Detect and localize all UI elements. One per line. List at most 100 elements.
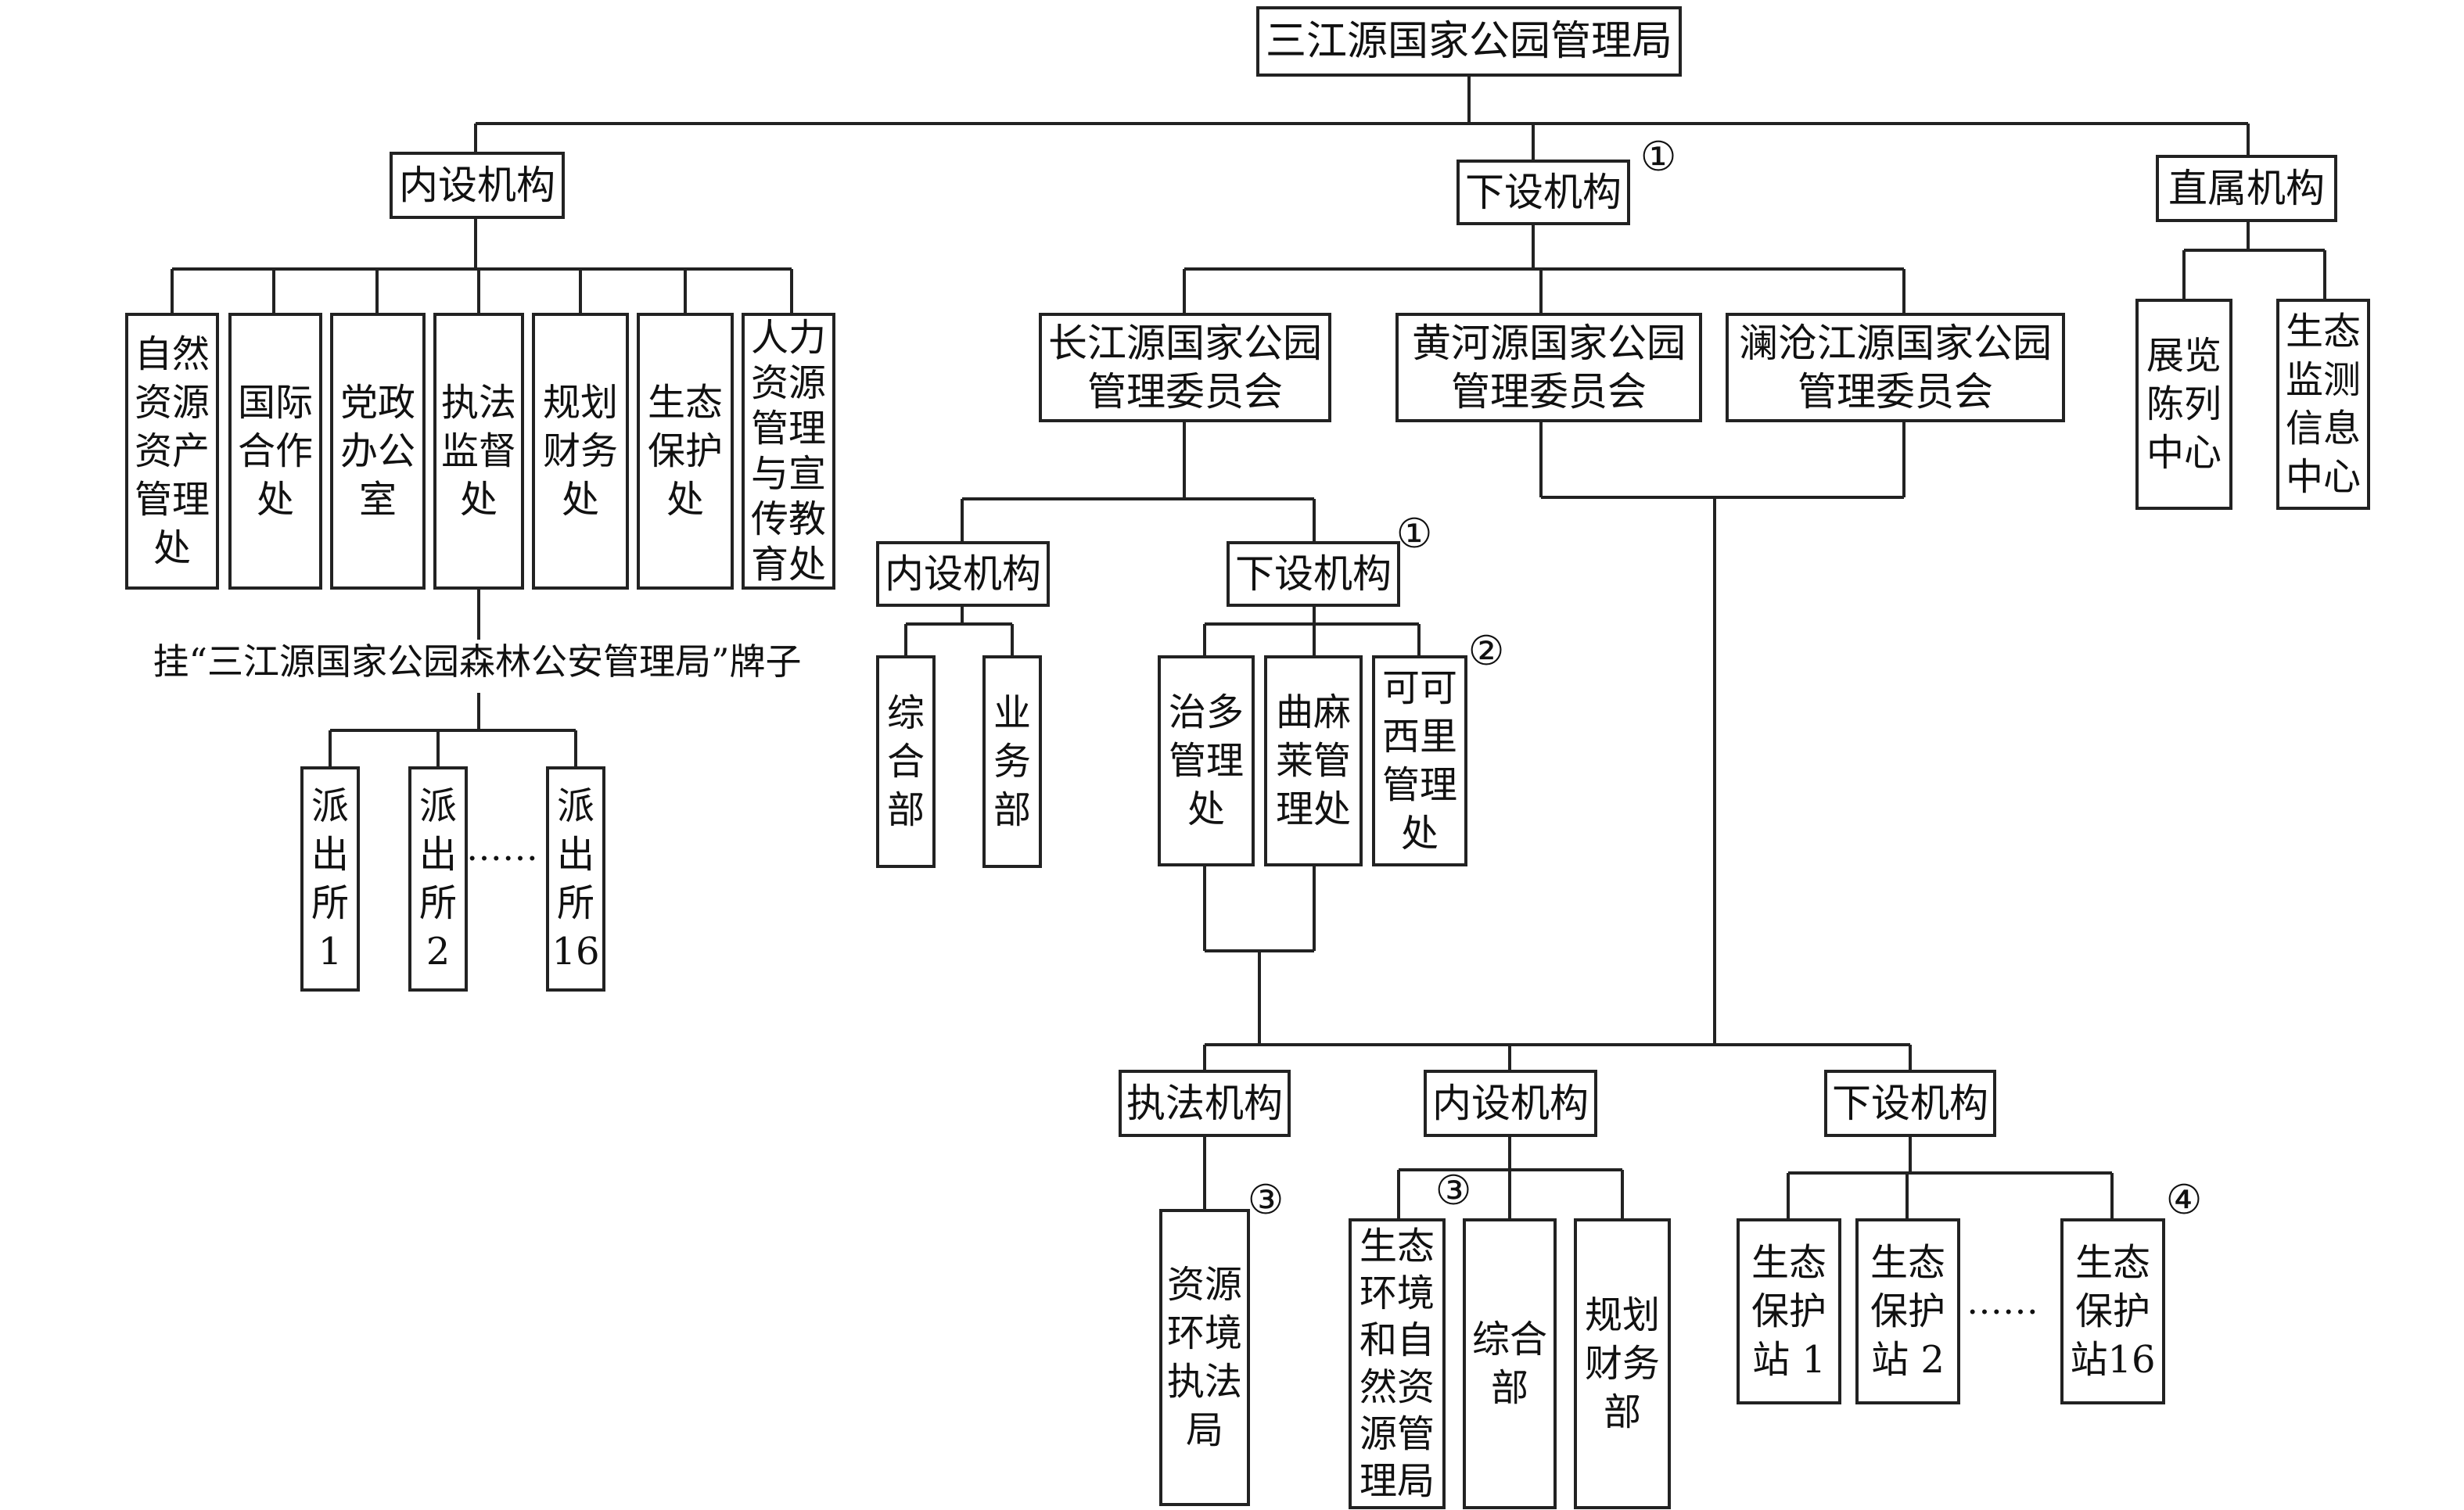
node-river-subordinate: 下设机构 xyxy=(1824,1070,1996,1137)
node-top-subordinate-box xyxy=(1456,160,1630,225)
node-police-station-2-box xyxy=(408,766,468,992)
node-eco-monitoring-center-label-3: 信息 xyxy=(2286,407,2361,450)
node-resource-env-law-bureau-label-2: 环境 xyxy=(1167,1311,1242,1355)
node-dept-hr-education-label-6: 育处 xyxy=(751,543,826,586)
node-office-qumalai-label-2: 莱管 xyxy=(1276,739,1351,783)
node-office-hoh-xil-label-1: 可可 xyxy=(1382,666,1457,710)
node-dept-international-label-1: 国际 xyxy=(238,381,313,425)
mark-stations: ④ xyxy=(2166,1177,2203,1224)
node-top-internal-box xyxy=(390,152,565,219)
node-dept-law-supervision-label-2: 监督 xyxy=(441,429,516,473)
node-police-station-1-label-2: 出 xyxy=(311,833,349,877)
node-river-planning-finance-label-1: 规划 xyxy=(1585,1293,1660,1337)
node-police-station-16-label-1: 派 xyxy=(557,784,594,828)
node-eco-monitoring-center-label-2: 监测 xyxy=(2286,358,2361,402)
mark-zf: ③ xyxy=(1248,1177,1284,1224)
node-dept-natural-resources-box xyxy=(125,313,219,590)
node-dept-hr-education-label-5: 传教 xyxy=(751,497,826,541)
node-eco-station-1-box xyxy=(1737,1218,1841,1404)
node-river-subordinate-label-1: 下设机构 xyxy=(1832,1081,1988,1126)
node-eco-station-1-label-2: 保护 xyxy=(1751,1289,1826,1333)
node-cj-general-dept-label-3: 部 xyxy=(887,788,925,832)
node-resource-env-law-bureau-label-3: 执法 xyxy=(1167,1360,1242,1404)
node-dept-natural-resources-label-5: 处 xyxy=(153,526,191,570)
node-cj-subordinate-label-1: 下设机构 xyxy=(1235,551,1392,597)
node-eco-natural-resources-bureau-label-1: 生态 xyxy=(1360,1225,1435,1268)
node-resource-env-law-bureau-label-1: 资源 xyxy=(1167,1263,1242,1307)
node-law-enforcement: 执法机构 xyxy=(1119,1070,1291,1137)
node-eco-monitoring-center-label-1: 生态 xyxy=(2286,310,2361,353)
node-cj-business-dept-box xyxy=(982,655,1042,868)
node-eco-station-1-label-3: 站 1 xyxy=(1752,1338,1826,1382)
node-top-internal: 内设机构 xyxy=(390,152,565,219)
node-committee-lancang-box xyxy=(1726,313,2065,422)
node-police-station-16-label-2: 出 xyxy=(557,833,594,877)
node-cj-business-dept-label-2: 务 xyxy=(993,740,1031,784)
node-river-general-dept-label-2: 部 xyxy=(1491,1366,1528,1410)
node-police-station-1-label-3: 所 xyxy=(311,881,349,925)
node-resource-env-law-bureau-label-4: 局 xyxy=(1186,1408,1223,1452)
node-law-enforcement-box xyxy=(1119,1070,1291,1137)
node-eco-natural-resources-bureau-box xyxy=(1349,1218,1446,1509)
node-top-subordinate-label-1: 下设机构 xyxy=(1465,170,1622,215)
node-committee-huanghe-box xyxy=(1395,313,1702,422)
node-river-planning-finance-label-2: 财务 xyxy=(1585,1342,1660,1386)
node-office-qumalai-box xyxy=(1264,655,1363,866)
node-cj-internal-label-1: 内设机构 xyxy=(885,551,1041,597)
node-committee-lancang-label-1: 澜沧江源国家公园 xyxy=(1739,321,2052,366)
mark-kkx: ② xyxy=(1468,628,1505,675)
node-police-station-2-label-1: 派 xyxy=(419,784,457,828)
node-police-station-1-label-4: 1 xyxy=(318,930,343,974)
node-top-direct-label-1: 直属机构 xyxy=(2168,166,2325,211)
node-dept-natural-resources-label-4: 管理 xyxy=(135,478,210,522)
ellipsis-police: …… xyxy=(466,827,538,869)
node-eco-station-16-label-2: 保护 xyxy=(2075,1289,2150,1333)
node-office-zhiduo-label-3: 处 xyxy=(1187,787,1225,831)
node-top-subordinate: 下设机构 xyxy=(1456,160,1630,225)
node-eco-monitoring-center-box xyxy=(2276,299,2370,510)
node-exhibition-center-label-2: 陈列 xyxy=(2146,382,2222,426)
node-committee-lancang-label-2: 管理委员会 xyxy=(1798,369,1993,414)
org-boxes: 三江源国家公园管理局内设机构下设机构直属机构自然资源资产管理处国际合作处党政办公… xyxy=(125,6,2370,1509)
mark-cj-xia: ① xyxy=(1396,511,1433,558)
node-dept-planning-finance-box xyxy=(532,313,629,590)
node-dept-international-label-3: 处 xyxy=(257,478,294,522)
node-cj-internal: 内设机构 xyxy=(876,541,1050,607)
node-dept-hr-education-box xyxy=(742,313,835,590)
node-eco-natural-resources-bureau-label-5: 源管 xyxy=(1360,1412,1435,1456)
node-dept-hr-education-label-4: 与宣 xyxy=(751,452,826,496)
node-dept-natural-resources-label-2: 资源 xyxy=(135,381,210,425)
node-police-station-1: 派出所 1 xyxy=(300,766,360,992)
node-root: 三江源国家公园管理局 xyxy=(1256,6,1682,77)
node-police-station-1-label-1: 派 xyxy=(311,784,349,828)
node-cj-business-dept-label-1: 业 xyxy=(993,691,1031,735)
node-river-general-dept: 综合部 xyxy=(1463,1218,1557,1509)
node-office-hoh-xil-label-4: 处 xyxy=(1401,812,1439,855)
node-dept-planning-finance-label-3: 处 xyxy=(562,478,599,522)
node-cj-general-dept-box xyxy=(876,655,936,868)
node-top-direct-box xyxy=(2156,155,2337,222)
labels-and-marks: 挂“三江源国家公园森林公安管理局”牌子 …… …… ① ① ② ③ ③ ④ xyxy=(153,134,2202,1322)
node-dept-law-supervision-label-1: 执法 xyxy=(441,381,516,425)
node-eco-station-16-box xyxy=(2060,1218,2165,1404)
node-eco-station-2-box xyxy=(1855,1218,1960,1404)
node-dept-party-office-label-2: 办公 xyxy=(340,429,415,473)
node-dept-eco-protection-label-2: 保护 xyxy=(648,429,723,473)
node-police-station-16-box xyxy=(546,766,605,992)
node-cj-internal-box xyxy=(876,541,1050,607)
node-eco-natural-resources-bureau-label-4: 然资 xyxy=(1360,1365,1435,1409)
node-dept-hr-education-label-1: 人力 xyxy=(751,316,826,360)
